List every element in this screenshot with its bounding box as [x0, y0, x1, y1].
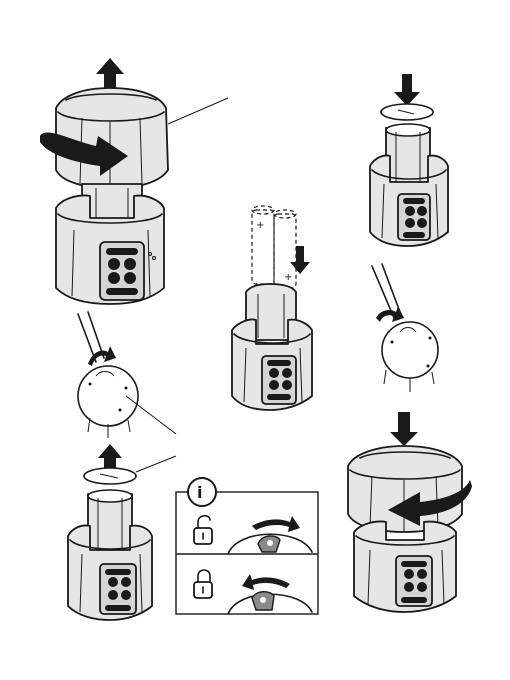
battery-outline: + + — [252, 206, 296, 288]
info-badge-text: i — [197, 483, 202, 502]
valve-base — [354, 521, 456, 612]
info-row-lock — [194, 570, 312, 614]
top-cap — [348, 446, 462, 532]
info-panel: i — [176, 478, 318, 614]
polarity-top: + — [256, 220, 264, 231]
cap-latch-icon — [258, 536, 280, 552]
cap-latch-icon — [252, 592, 274, 610]
battery-cap-closeup — [382, 322, 438, 378]
down-arrow-icon — [390, 412, 418, 446]
counter-clockwise-arrow-icon — [242, 574, 290, 590]
locked-padlock-icon — [194, 570, 212, 598]
polarity-bottom: + — [284, 272, 292, 283]
unscrewed-top-cap — [56, 88, 168, 188]
down-arrow-icon — [394, 74, 420, 106]
step-press-cap — [370, 74, 448, 246]
clockwise-arrow-icon — [252, 516, 300, 532]
step-rotate-cap — [372, 264, 438, 392]
step-screw-on-top — [348, 412, 472, 612]
down-arrow-icon — [290, 246, 310, 274]
step-pry-cap — [78, 312, 176, 438]
step-lift-cap — [68, 444, 176, 620]
step-unscrew-top — [40, 58, 228, 304]
unlocked-padlock-icon — [194, 516, 212, 544]
curved-arrow-icon — [88, 346, 116, 366]
step-insert-batteries: + + — [232, 206, 312, 410]
info-row-unlock — [194, 516, 312, 554]
battery-cap-closeup — [78, 366, 138, 426]
